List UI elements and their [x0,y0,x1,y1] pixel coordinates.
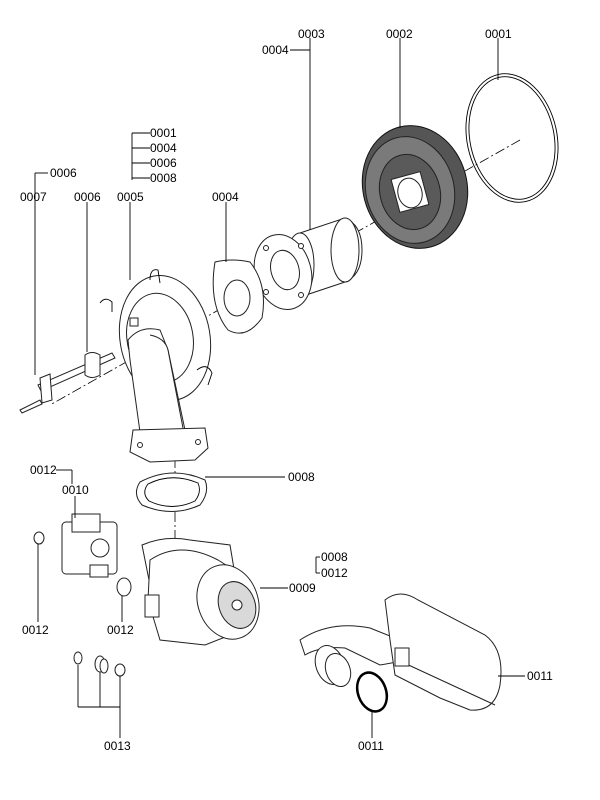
insulation-disk [361,125,469,249]
label-0009: 0009 [289,581,316,595]
label-0012-valve: 0012 [107,623,134,637]
label-0008-fan: 0008 [321,550,348,564]
label-0004-mid: 0004 [212,190,239,204]
label-0002: 0002 [386,27,413,41]
combustion-fan [141,537,260,646]
part-labels: 0001 0002 0003 0004 0001 0004 0006 0008 … [20,27,553,753]
leader-lines [34,38,525,738]
burner-head-assembly [99,269,213,463]
o-ring-small [355,671,389,713]
ignition-electrode [19,352,116,414]
o-ring-large [465,73,559,203]
label-0013: 0013 [104,739,131,753]
label-0001-stack: 0001 [150,126,177,140]
label-0004-stack: 0004 [150,141,177,155]
air-intake-pipe [299,593,502,711]
label-0005: 0005 [117,190,144,204]
flange-gasket [212,259,264,334]
label-0008-stack: 0008 [150,171,177,185]
label-0004-top: 0004 [262,43,289,57]
label-0006-top: 0006 [50,166,77,180]
label-0006-stack: 0006 [150,156,177,170]
label-0010: 0010 [62,483,89,497]
label-0012-left: 0012 [22,623,49,637]
fan-gasket [136,472,208,512]
label-0012-fan: 0012 [321,566,348,580]
label-0012-top: 0012 [30,463,57,477]
gas-valve [33,513,132,597]
label-0007: 0007 [20,190,47,204]
label-0011-ring: 0011 [358,739,384,753]
small-parts-set [73,651,126,677]
label-0001-ring: 0001 [485,27,512,41]
label-0006-mid: 0006 [74,190,101,204]
label-0003: 0003 [298,27,325,41]
flame-tube [253,217,363,310]
label-0008-gasket: 0008 [288,470,315,484]
label-0011-pipe: 0011 [527,669,553,683]
